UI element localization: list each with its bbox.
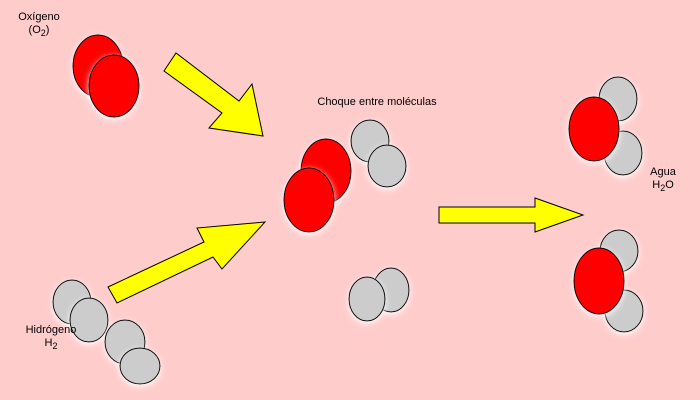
hydrogen-formula-prefix: H	[44, 337, 53, 349]
water-name: Agua	[650, 166, 676, 178]
hydrogen-molecule-upper	[52, 279, 109, 343]
water-label: Agua H2O	[636, 166, 690, 193]
hydrogen-atom	[119, 347, 161, 385]
oxygen-atom	[283, 167, 335, 233]
hydrogen-atom	[69, 297, 109, 343]
oxygen-atom	[88, 54, 140, 118]
oxygen-label: Oxígeno (O2)	[12, 11, 66, 38]
oxygen-atom	[573, 247, 625, 315]
hydrogen-atom	[348, 276, 386, 322]
arrow-oxygen-to-collision	[163, 52, 264, 137]
oxygen-formula-prefix: (O	[28, 24, 41, 36]
hydrogen-formula: H2	[20, 337, 82, 351]
oxygen-formula-subscript: 2	[40, 28, 46, 38]
water-molecule-lower	[573, 229, 644, 333]
oxygen-name: Oxígeno	[18, 11, 60, 23]
reaction-arrows	[107, 52, 585, 304]
hydrogen-label: Hidrógeno H2	[20, 324, 82, 351]
collision-hydrogen-molecule-lower	[348, 267, 410, 322]
oxygen-formula: (O2)	[12, 24, 66, 38]
hydrogen-name: Hidrógeno	[25, 324, 77, 336]
arrow-collision-to-water	[438, 197, 585, 233]
hydrogen-atom	[367, 144, 407, 188]
water-formula-prefix: H	[652, 179, 661, 191]
collision-oxygen-molecule	[283, 138, 352, 233]
oxygen-molecule	[72, 34, 140, 118]
arrow-hydrogen-to-collision	[107, 221, 267, 304]
hydrogen-formula-subscript: 2	[52, 341, 58, 351]
collision-hydrogen-molecule-upper	[350, 119, 407, 188]
hydrogen-molecule-lower	[104, 319, 161, 385]
water-formula-subscript: 2	[660, 183, 666, 193]
water-formula: H2O	[636, 179, 690, 193]
water-formula-suffix: O	[665, 179, 674, 191]
oxygen-formula-suffix: )	[45, 24, 50, 36]
water-molecule-upper	[568, 76, 643, 176]
collision-title: Choque entre moléculas	[317, 96, 437, 108]
oxygen-atom	[568, 96, 620, 162]
